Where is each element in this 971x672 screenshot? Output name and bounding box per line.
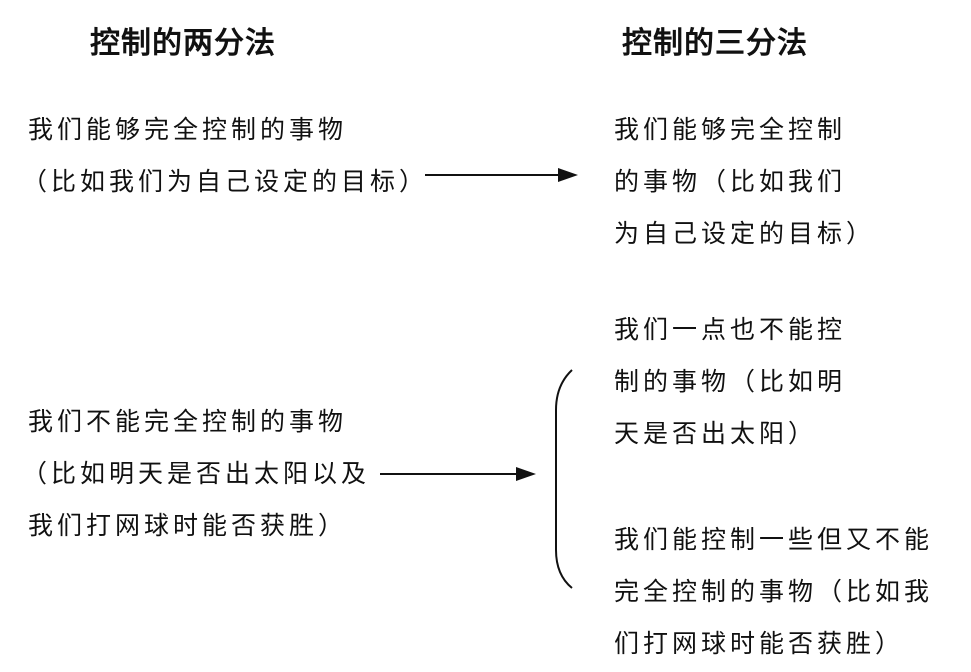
- text-line: 我们一点也不能控: [614, 315, 847, 344]
- text-line: 制的事物（比如明: [614, 367, 847, 396]
- text-line: 们打网球时能否获胜）: [614, 629, 905, 658]
- text-line: 我们能控制一些但又不能: [614, 525, 934, 554]
- left-block-controllable: 我们能够完全控制的事物 （比如我们为自己设定的目标）: [22, 104, 428, 208]
- text-line: 为自己设定的目标）: [614, 219, 876, 248]
- heading-two-way: 控制的两分法: [90, 26, 276, 61]
- text-line: 我们能够完全控制的事物: [28, 115, 348, 144]
- left-block-not-fully-controllable: 我们不能完全控制的事物 （比如明天是否出太阳以及 我们打网球时能否获胜）: [22, 396, 370, 552]
- text-line: 我们不能完全控制的事物: [28, 407, 348, 436]
- right-block-controllable: 我们能够完全控制 的事物（比如我们 为自己设定的目标）: [614, 104, 875, 260]
- text-line: （比如我们为自己设定的目标）: [22, 167, 429, 196]
- text-line: 我们打网球时能否获胜）: [28, 511, 348, 540]
- right-block-partially-controllable: 我们能控制一些但又不能 完全控制的事物（比如我 们打网球时能否获胜）: [614, 514, 933, 670]
- brace: [555, 369, 573, 589]
- heading-three-way: 控制的三分法: [622, 26, 808, 61]
- right-block-uncontrollable: 我们一点也不能控 制的事物（比如明 天是否出太阳）: [614, 304, 846, 460]
- arrow-bottom: [380, 467, 536, 481]
- text-line: 天是否出太阳）: [614, 419, 818, 448]
- text-line: 的事物（比如我们: [614, 167, 847, 196]
- arrow-top: [425, 168, 578, 182]
- text-line: 完全控制的事物（比如我: [614, 577, 934, 606]
- text-line: 我们能够完全控制: [614, 115, 847, 144]
- text-line: （比如明天是否出太阳以及: [22, 459, 371, 488]
